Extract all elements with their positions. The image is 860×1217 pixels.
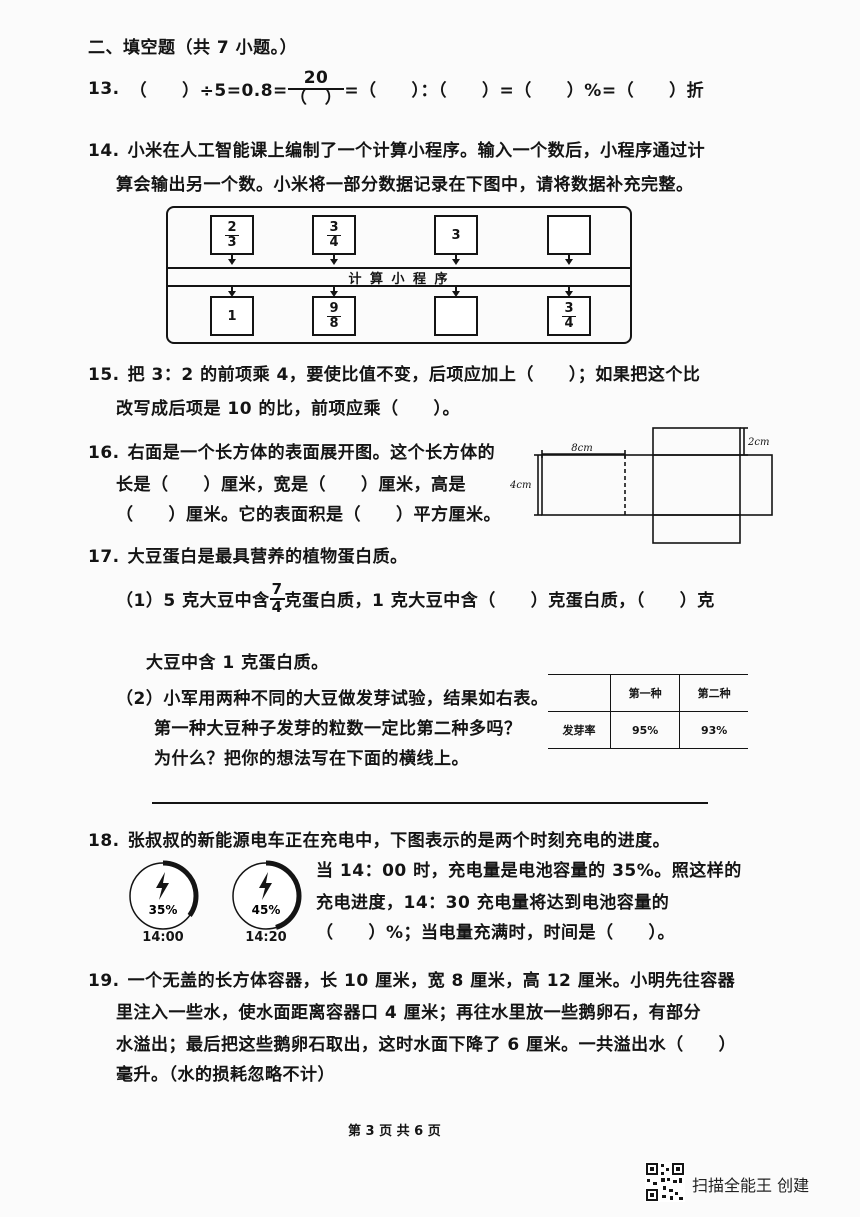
q18-line2: 充电进度，14：30 充电量将达到电池容量的 — [316, 893, 670, 913]
cuboid-net-diagram: 8cm 4cm 2cm — [510, 427, 773, 544]
flow-line — [455, 287, 457, 291]
q18-line3: （ ）%；当电量充满时，时间是（ ）。 — [316, 923, 676, 943]
q15-line2: 改写成后项是 10 的比，前项应乘（ ）。 — [116, 399, 460, 419]
question-15: 15.把 3：2 的前项乘 4，要使比值不变，后项应加上（ ）；如果把这个比 — [88, 365, 701, 385]
section-title: 二、填空题（共 7 小题。） — [88, 38, 298, 58]
answer-line[interactable] — [152, 802, 708, 804]
down-arrow-icon — [330, 291, 338, 297]
q17-fraction: 7 4 — [269, 580, 285, 616]
q19-line4: 毫升。（水的损耗忽略不计） — [116, 1065, 335, 1085]
page-number: 第 3 页 共 6 页 — [348, 1124, 441, 1139]
flow-line — [231, 287, 233, 291]
lightning-icon — [259, 872, 272, 900]
flow-line — [333, 255, 335, 261]
program-output-box — [434, 296, 478, 336]
q17-part2-line3: 为什么？把你的想法写在下面的横线上。 — [154, 749, 469, 769]
down-arrow-icon — [228, 291, 236, 297]
gauge-progress-arc — [127, 860, 199, 932]
program-input-box: 3 — [434, 215, 478, 255]
q17-part2-line1: （2）小军用两种不同的大豆做发芽试验，结果如右表。 — [116, 689, 549, 709]
question-16: 16.右面是一个长方体的表面展开图。这个长方体的 — [88, 443, 496, 463]
label-2cm: 2cm — [747, 437, 769, 448]
question-18: 18.张叔叔的新能源电车正在充电中，下图表示的是两个时刻充电的进度。 — [88, 831, 671, 851]
question-17: 17.大豆蛋白是最具营养的植物蛋白质。 — [88, 547, 408, 567]
question-number: 18. — [88, 831, 120, 851]
q18-line1: 当 14：00 时，充电量是电池容量的 35%。照这样的 — [316, 861, 742, 881]
question-number: 13. — [88, 78, 120, 99]
q17-part1: （1）5 克大豆中含 7 4 克蛋白质，1 克大豆中含（ ）克蛋白质，（ ）克 — [116, 580, 715, 616]
down-arrow-icon — [565, 291, 573, 297]
qr-code-icon — [645, 1162, 685, 1202]
gauge-percent-label: 35% — [149, 903, 178, 917]
program-bar: 计 算 小 程 序 — [168, 267, 630, 287]
table-row: 发芽率 95% 93% — [548, 711, 748, 749]
q19-line2: 里注入一些水，使水面距离容器口 4 厘米；再往水里放一些鹅卵石，有部分 — [116, 1003, 702, 1023]
q17-part1-cont: 大豆中含 1 克蛋白质。 — [146, 653, 329, 673]
q19-line3: 水溢出；最后把这些鹅卵石取出，这时水面下降了 6 厘米。一共溢出水（ ） — [116, 1035, 737, 1055]
q17-part2-line2: 第一种大豆种子发芽的粒数一定比第二种多吗？ — [154, 719, 522, 739]
program-input-box — [547, 215, 591, 255]
question-19: 19.一个无盖的长方体容器，长 10 厘米，宽 8 厘米，高 12 厘米。小明先… — [88, 971, 736, 991]
gauge-progress-arc — [230, 860, 302, 932]
table-header-cell — [548, 674, 611, 712]
q13-frac-denominator: （ ） — [289, 87, 343, 108]
gauge-time-label: 14:00 — [142, 930, 184, 945]
q16-line2: 长是（ ）厘米，宽是（ ）厘米，高是 — [116, 475, 466, 495]
question-number: 17. — [88, 547, 120, 567]
label-4cm: 4cm — [510, 480, 531, 491]
label-8cm: 8cm — [571, 443, 592, 454]
program-diagram — [166, 206, 632, 344]
q13-part2: =（ ）：（ ）=（ ）%=（ ）折 — [344, 81, 705, 102]
question-number: 16. — [88, 443, 120, 463]
flow-line — [568, 255, 570, 261]
flow-line — [231, 255, 233, 261]
q13-frac-numerator: 20 — [287, 69, 345, 90]
charging-gauge: 45% — [230, 860, 302, 932]
program-output-box: 1 — [210, 296, 254, 336]
down-arrow-icon — [565, 259, 573, 265]
question-13: 13. （ ）÷5=0.8= 20 （ ） =（ ）：（ ）=（ ）%=（ ）折 — [88, 69, 705, 108]
table-header-cell: 第一种 — [609, 674, 681, 712]
table-row-label: 发芽率 — [548, 711, 611, 749]
gauge-time-label: 14:20 — [245, 930, 287, 945]
q14-line1: 14.小米在人工智能课上编制了一个计算小程序。输入一个数后，小程序通过计 — [88, 141, 706, 161]
lightning-icon — [156, 872, 169, 900]
flow-line — [333, 287, 335, 291]
germination-table: 第一种 第二种 发芽率 95% 93% — [548, 674, 748, 749]
q13-part1: （ ）÷5=0.8= — [129, 81, 288, 102]
table-header-cell: 第二种 — [679, 674, 748, 712]
scanner-watermark: 扫描全能王 创建 — [692, 1176, 810, 1195]
q14-line2: 算会输出另一个数。小米将一部分数据记录在下图中，请将数据补充完整。 — [116, 175, 694, 195]
table-cell: 93% — [679, 711, 748, 749]
q16-line3: （ ）厘米。它的表面积是（ ）平方厘米。 — [116, 505, 501, 525]
charging-gauge: 35% — [127, 860, 199, 932]
down-arrow-icon — [452, 291, 460, 297]
question-number: 14. — [88, 141, 120, 161]
question-number: 15. — [88, 365, 120, 385]
q13-fraction: 20 （ ） — [287, 69, 345, 108]
question-number: 19. — [88, 971, 120, 991]
table-header-row: 第一种 第二种 — [548, 674, 748, 712]
gauge-percent-label: 45% — [252, 903, 281, 917]
down-arrow-icon — [452, 259, 460, 265]
table-cell: 95% — [609, 711, 681, 749]
down-arrow-icon — [330, 259, 338, 265]
down-arrow-icon — [228, 259, 236, 265]
flow-line — [568, 287, 570, 291]
flow-line — [455, 255, 457, 261]
